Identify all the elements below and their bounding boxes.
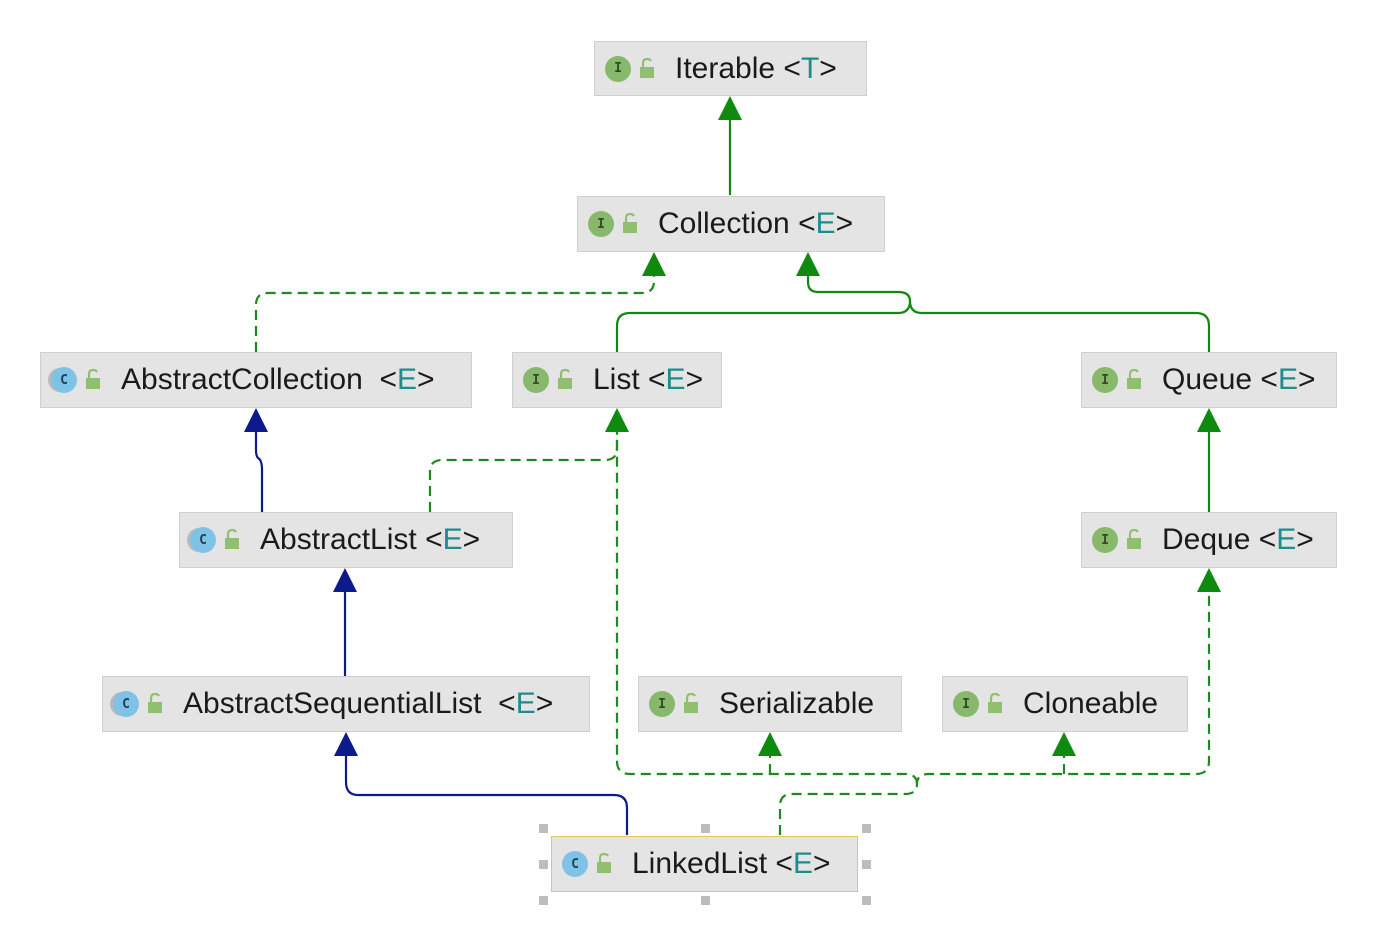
- edge-list-collection: [615, 276, 912, 352]
- resize-handle-nw[interactable]: [539, 824, 548, 833]
- node-abstract-collection[interactable]: C AbstractCollection <E>: [40, 352, 472, 408]
- generic-open: <: [789, 207, 816, 240]
- type-param: T: [800, 51, 820, 85]
- generic-close: >: [835, 207, 854, 240]
- node-name: AbstractSequentialList: [183, 687, 482, 720]
- generic-close: >: [1296, 523, 1314, 556]
- edge-linkedlist-abstractsequentiallist: [344, 756, 629, 835]
- generic-open: <: [775, 51, 801, 85]
- generic-close: >: [1297, 363, 1316, 396]
- public-lock-icon: [640, 57, 654, 78]
- type-param: E: [792, 847, 813, 880]
- public-lock-icon: [1127, 528, 1141, 549]
- generic-close: >: [812, 847, 831, 880]
- resize-handle-sw[interactable]: [539, 896, 548, 905]
- node-name: LinkedList: [632, 847, 768, 880]
- interface-icon: I: [588, 211, 614, 237]
- interface-icon: I: [523, 367, 549, 393]
- generic-open: <: [767, 847, 793, 880]
- node-name: List: [593, 363, 640, 396]
- node-name: Cloneable: [1023, 687, 1159, 720]
- type-param: E: [1277, 363, 1298, 396]
- node-serializable[interactable]: I Serializable: [638, 676, 902, 732]
- resize-handle-e[interactable]: [862, 860, 871, 869]
- interface-icon: I: [1092, 367, 1118, 393]
- public-lock-icon: [597, 852, 611, 873]
- node-linked-list[interactable]: C LinkedList <E>: [551, 836, 858, 892]
- edge-linkedlist-list: [615, 432, 919, 785]
- type-param: E: [665, 363, 686, 396]
- generic-open: <: [1252, 363, 1278, 396]
- abstract-class-icon: C: [190, 527, 216, 553]
- generic-open: <: [481, 687, 516, 720]
- edge-abstractcollection-collection: [254, 276, 656, 352]
- public-lock-icon: [148, 692, 162, 713]
- node-abstract-list[interactable]: C AbstractList <E>: [179, 512, 513, 568]
- public-lock-icon: [623, 212, 637, 233]
- public-lock-icon: [684, 692, 698, 713]
- public-lock-icon: [86, 368, 100, 389]
- node-name: Queue: [1162, 363, 1253, 396]
- type-param: E: [815, 207, 836, 240]
- generic-close: >: [417, 363, 435, 396]
- node-name: Collection: [658, 207, 790, 240]
- generic-close: >: [685, 363, 704, 396]
- generic-open: <: [362, 363, 397, 396]
- public-lock-icon: [558, 368, 572, 389]
- resize-handle-ne[interactable]: [862, 824, 871, 833]
- node-name: Iterable: [675, 51, 776, 85]
- node-name: Serializable: [719, 687, 875, 720]
- node-queue[interactable]: I Queue <E>: [1081, 352, 1337, 408]
- type-param: E: [515, 687, 536, 720]
- generic-open: <: [1250, 523, 1277, 556]
- generic-close: >: [462, 523, 481, 556]
- generic-open: <: [416, 523, 443, 556]
- edge-abstractlist-abstractcollection: [254, 432, 264, 512]
- node-deque[interactable]: I Deque <E>: [1081, 512, 1337, 568]
- generic-close: >: [819, 51, 837, 85]
- resize-handle-s[interactable]: [701, 896, 710, 905]
- edge-queue-collection: [908, 300, 1211, 352]
- node-iterable[interactable]: I Iterable <T>: [594, 41, 867, 96]
- type-param: E: [1276, 523, 1297, 556]
- node-collection[interactable]: I Collection <E>: [577, 196, 885, 252]
- public-lock-icon: [225, 528, 239, 549]
- type-param: E: [442, 523, 463, 556]
- generic-close: >: [535, 687, 554, 720]
- type-param: E: [396, 363, 417, 396]
- node-abstract-sequential-list[interactable]: C AbstractSequentialList <E>: [102, 676, 590, 732]
- interface-icon: I: [649, 691, 675, 717]
- class-icon: C: [562, 851, 588, 877]
- public-lock-icon: [1127, 368, 1141, 389]
- interface-icon: I: [1092, 527, 1118, 553]
- abstract-class-icon: C: [51, 367, 77, 393]
- node-name: AbstractCollection: [121, 363, 363, 396]
- node-name: AbstractList: [260, 523, 417, 556]
- node-name: Deque: [1162, 523, 1251, 556]
- node-cloneable[interactable]: I Cloneable: [942, 676, 1188, 732]
- generic-open: <: [639, 363, 666, 396]
- node-list[interactable]: I List <E>: [512, 352, 722, 408]
- resize-handle-w[interactable]: [539, 860, 548, 869]
- interface-icon: I: [605, 55, 631, 82]
- edge-abstractlist-list: [428, 432, 619, 512]
- resize-handle-n[interactable]: [701, 824, 710, 833]
- public-lock-icon: [988, 692, 1002, 713]
- abstract-class-icon: C: [113, 691, 139, 717]
- resize-handle-se[interactable]: [862, 896, 871, 905]
- interface-icon: I: [953, 691, 979, 717]
